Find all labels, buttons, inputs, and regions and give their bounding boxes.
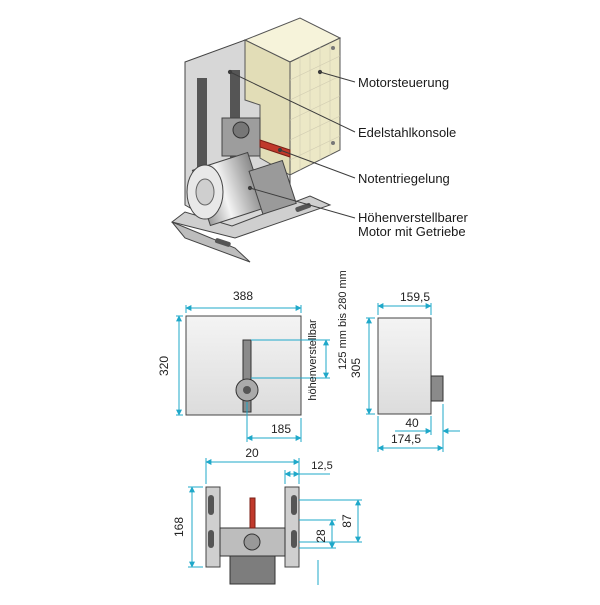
screw — [331, 141, 335, 145]
side-view — [366, 303, 460, 452]
motor-cylinder — [186, 151, 297, 227]
bracket-foot — [171, 221, 251, 263]
dim-label-12-5: 12,5 — [311, 460, 332, 472]
front-gear-hub — [243, 386, 251, 394]
callout-stainless-bracket: Edelstahlkonsole — [358, 125, 457, 140]
foot-slot — [295, 202, 311, 212]
callout-emergency-release: Notentriegelung — [358, 171, 450, 186]
dim-label-87: 87 — [340, 514, 354, 528]
adjust-label-line2: 125 mm bis 280 mm — [337, 270, 349, 370]
motor-control-front — [289, 37, 341, 176]
dim-label-168: 168 — [172, 517, 186, 537]
dim-label-20: 20 — [245, 446, 259, 460]
leader-lines — [227, 69, 356, 219]
dim-label-40: 40 — [405, 416, 419, 430]
dim-label-320: 320 — [157, 356, 171, 376]
side-motor — [430, 375, 444, 402]
dim-label-388: 388 — [233, 289, 253, 303]
callout-motor-line2: Motor mit Getriebe — [358, 224, 466, 239]
dim-label-174-5: 174,5 — [391, 432, 421, 446]
dim-label-159-5: 159,5 — [400, 290, 430, 304]
emergency-release-lever — [259, 139, 291, 158]
bracket-base-plate — [170, 195, 332, 239]
callout-motor-control: Motorsteuerung — [358, 75, 450, 90]
screw — [331, 46, 335, 50]
isometric-view — [170, 17, 342, 263]
motor-control-side — [244, 39, 291, 176]
housing-grid — [289, 43, 341, 170]
gear — [232, 121, 250, 139]
foot-slot — [214, 238, 231, 247]
side-housing — [377, 317, 432, 415]
front-view — [176, 305, 330, 442]
dim-label-28: 28 — [314, 529, 328, 543]
callout-motor-line1: Höhenverstellbarer — [358, 210, 468, 225]
bottom-gearbox — [229, 555, 276, 585]
bracket-slot — [197, 78, 207, 178]
dim-label-305: 305 — [349, 358, 363, 378]
bottom-view — [188, 458, 362, 585]
adjust-label-line1: höhenverstellbar — [307, 319, 319, 401]
bottom-release-lever — [249, 497, 256, 529]
dim-label-185: 185 — [271, 422, 291, 436]
